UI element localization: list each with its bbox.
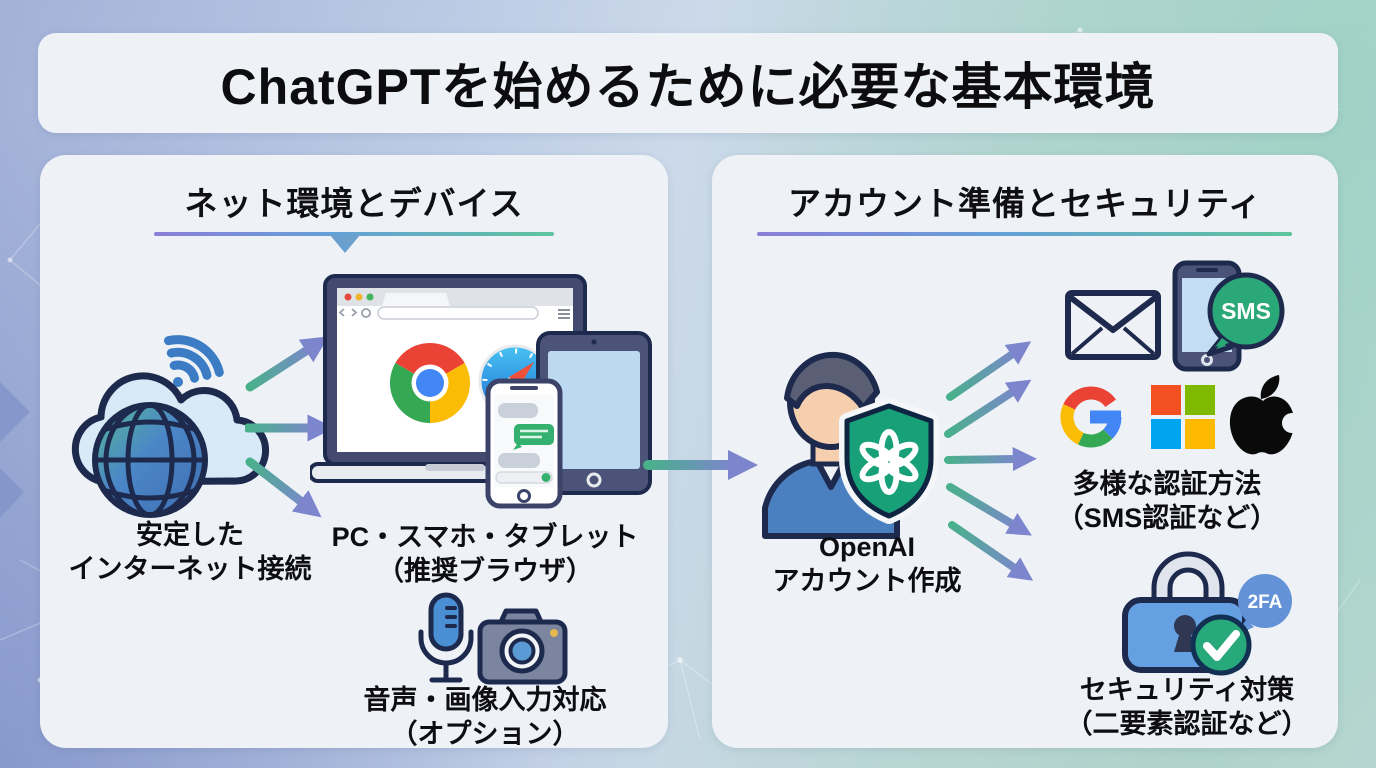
openai-logo: [859, 429, 919, 495]
email-sms-illustration: SMS: [1065, 260, 1285, 372]
google-icon: [1060, 386, 1122, 448]
fan-arrow-4: [946, 483, 1032, 536]
account-label: OpenAI アカウント作成: [772, 532, 962, 596]
fan-arrow-1: [946, 341, 1032, 401]
smartphone-chat-icon: [485, 378, 563, 509]
check-icon: [1190, 614, 1252, 676]
camera-icon: [477, 608, 568, 685]
openai-account-illustration: [762, 351, 939, 539]
globe-icon: [92, 402, 208, 518]
microsoft-icon: [1151, 385, 1215, 449]
auth-providers-illustration: [1060, 375, 1295, 455]
title-banner: ChatGPTを始めるために必要な基本環境: [38, 33, 1338, 133]
internet-label: 安定した インターネット接続: [68, 520, 312, 584]
fan-arrow-3: [944, 447, 1037, 472]
chrome-icon: [390, 343, 470, 423]
browser-nav-icons: [338, 308, 371, 318]
arrow-down: [245, 457, 322, 518]
left-heading-pointer: [330, 235, 360, 253]
left-panel-heading: ネット環境とデバイス: [184, 185, 524, 222]
envelope-icon: [1065, 290, 1161, 360]
tablet-icon: [536, 331, 652, 495]
panel-account-security: アカウント準備とセキュリティ: [712, 155, 1338, 748]
wifi-icon: [163, 335, 224, 387]
security-illustration: 2FA: [1122, 551, 1292, 676]
auth-label: 多様な認証方法 （SMS認証など）: [1056, 469, 1278, 533]
person-avatar: [762, 351, 900, 539]
chat-bubble-green: [513, 424, 554, 450]
arrow-up: [245, 336, 329, 392]
sms-badge-text: SMS: [1221, 298, 1271, 324]
devices-label: PC・スマホ・タブレット （推奨ブラウザ）: [331, 522, 639, 586]
cloud-internet-icon: [71, 335, 270, 518]
fan-arrow-2: [944, 379, 1032, 438]
tfa-badge-text: 2FA: [1248, 592, 1283, 613]
arrows-cloud-to-devices: [245, 336, 335, 518]
apple-icon: [1229, 375, 1295, 455]
devices-illustration: [310, 274, 652, 509]
browser-url-bar: [377, 306, 539, 320]
arrows-account-to-methods: [944, 341, 1037, 581]
optional-label: 音声・画像入力対応 （オプション）: [363, 685, 607, 749]
arrow-devices-to-account: [643, 450, 758, 480]
page-title: ChatGPTを始めるために必要な基本環境: [220, 59, 1156, 115]
openai-shield-icon: [839, 398, 939, 524]
panel-network-devices: ネット環境とデバイス: [40, 155, 668, 749]
laptop-base-notch: [425, 464, 485, 471]
voice-image-icons: [418, 592, 568, 685]
browser-menu-icon: [558, 309, 570, 319]
security-label: セキュリティ対策 （二要素認証など）: [1065, 675, 1309, 739]
right-heading-underline: [757, 232, 1292, 236]
fan-arrow-5: [948, 521, 1034, 581]
left-heading-underline: [154, 232, 554, 236]
browser-traffic-lights: [344, 293, 374, 301]
sms-bubble: SMS: [1206, 272, 1285, 357]
microphone-icon: [418, 592, 474, 683]
right-panel-heading: アカウント準備とセキュリティ: [787, 185, 1263, 222]
